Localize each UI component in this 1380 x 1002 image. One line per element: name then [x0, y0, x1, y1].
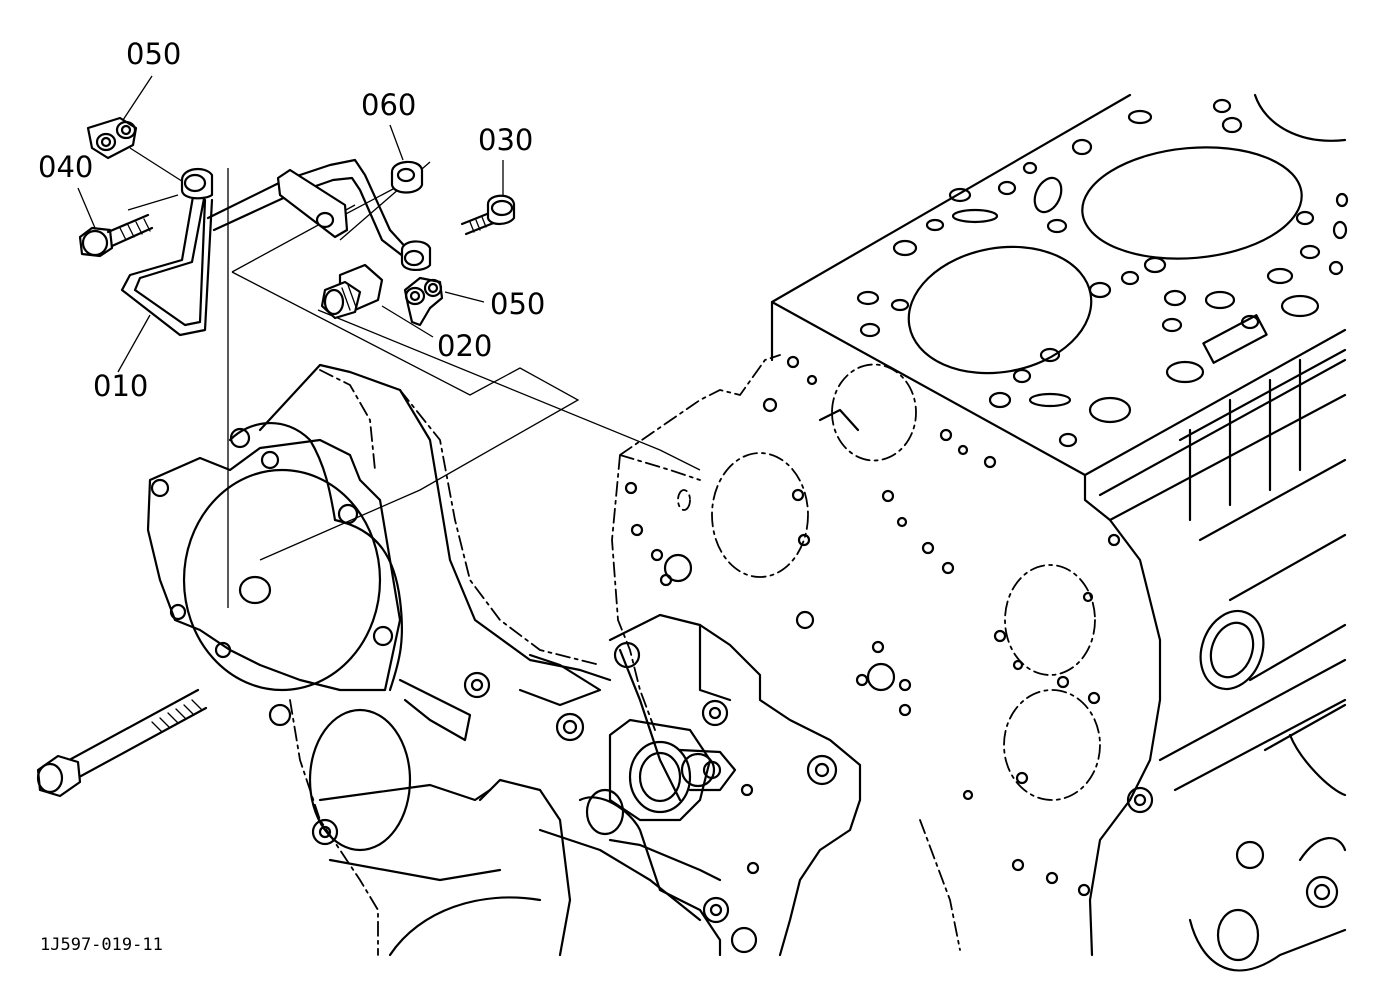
part-labels: 050 060 030 040 050 020 010 — [38, 37, 545, 403]
part-label-040: 040 — [38, 150, 93, 184]
part-label-050-top: 050 — [126, 37, 181, 71]
sensor-020 — [320, 263, 384, 320]
bolt-030 — [460, 194, 516, 236]
long-bolt — [36, 688, 208, 798]
gear-case — [146, 363, 862, 957]
front-face-holes — [762, 355, 1121, 897]
pipe-assembly-010 — [120, 147, 701, 608]
engine-block — [762, 93, 1349, 972]
diagram-reference-code: 1J597-019-11 — [40, 935, 163, 955]
part-label-030: 030 — [478, 123, 533, 157]
part-label-050-bottom: 050 — [490, 287, 545, 321]
gasket-050-bottom — [403, 276, 444, 327]
front-plate — [611, 354, 961, 951]
part-label-060: 060 — [361, 88, 416, 122]
part-label-010: 010 — [93, 369, 148, 403]
deck-holes — [856, 98, 1349, 448]
bolt-040 — [78, 213, 154, 258]
part-label-020: 020 — [437, 329, 492, 363]
gasket-050-top — [86, 116, 138, 160]
washer-060 — [390, 160, 424, 194]
leader-lines — [77, 75, 504, 373]
